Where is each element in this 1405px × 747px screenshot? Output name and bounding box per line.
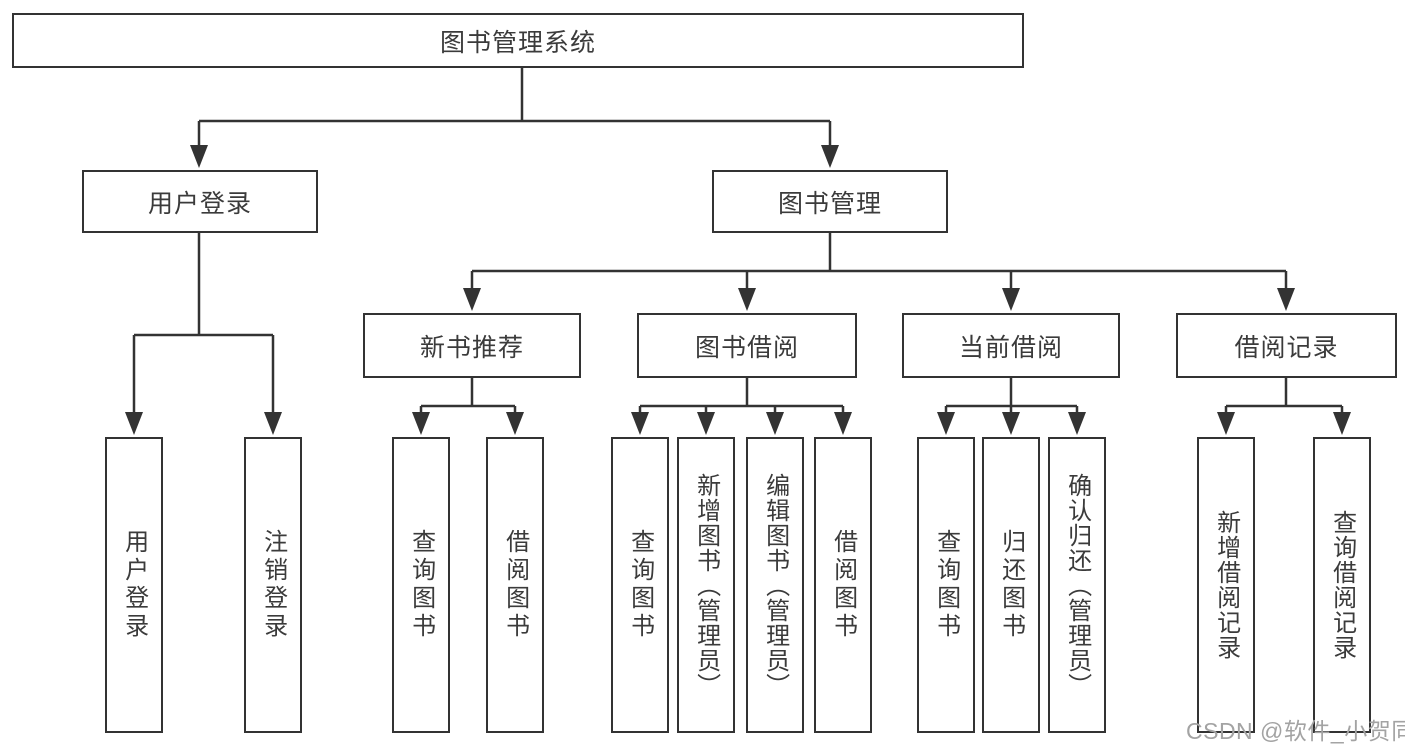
node-borrowing-records: 借阅记录 xyxy=(1176,313,1397,378)
leaf-query-borrow-record: 查询借阅记录 xyxy=(1313,437,1371,733)
leaf-add-borrow-record: 新增借阅记录 xyxy=(1197,437,1255,733)
leaf-return-books: 归还图书 xyxy=(982,437,1040,733)
csdn-watermark: CSDN @软件_小贺同学 xyxy=(1186,718,1405,744)
arrowheads xyxy=(125,145,1351,435)
node-book-borrowing: 图书借阅 xyxy=(637,313,857,378)
leaf-user-login: 用户登录 xyxy=(105,437,163,733)
leaf-query-books-borrowing: 查询图书 xyxy=(611,437,669,733)
node-root-library-system: 图书管理系统 xyxy=(12,13,1024,68)
leaf-borrow-books-borrowing: 借阅图书 xyxy=(814,437,872,733)
node-current-borrowing: 当前借阅 xyxy=(902,313,1120,378)
leaf-query-books-recommend: 查询图书 xyxy=(392,437,450,733)
leaf-logout: 注销登录 xyxy=(244,437,302,733)
leaf-query-books-current: 查询图书 xyxy=(917,437,975,733)
leaf-edit-books-admin: 编辑图书（管理员） xyxy=(746,437,804,733)
leaf-add-books-admin: 新增图书（管理员） xyxy=(677,437,735,733)
leaf-confirm-return-admin: 确认归还（管理员） xyxy=(1048,437,1106,733)
node-user-login: 用户登录 xyxy=(82,170,318,233)
node-book-management: 图书管理 xyxy=(712,170,948,233)
node-new-book-recommend: 新书推荐 xyxy=(363,313,581,378)
leaf-borrow-books-recommend: 借阅图书 xyxy=(486,437,544,733)
